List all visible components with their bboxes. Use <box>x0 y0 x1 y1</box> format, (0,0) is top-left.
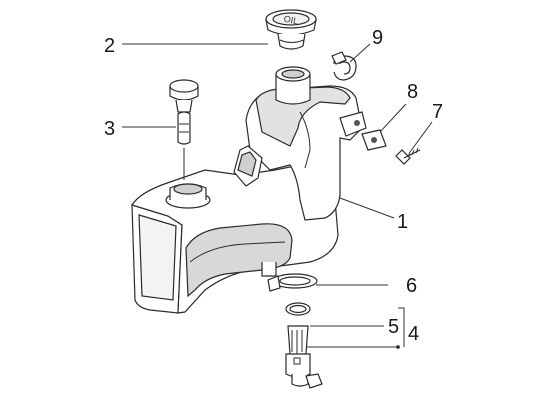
hose-clamp <box>267 273 318 292</box>
callout-8: 8 <box>407 81 418 103</box>
cap-marking: OIL <box>283 14 299 27</box>
callout-2: 2 <box>104 35 115 57</box>
callout-1: 1 <box>397 211 408 233</box>
callout-5: 5 <box>388 316 399 338</box>
screw <box>395 147 421 165</box>
callout-3: 3 <box>104 118 115 140</box>
strainer <box>169 79 199 180</box>
hose-clip <box>331 51 357 81</box>
tank-cap: OIL <box>265 9 317 50</box>
o-ring <box>285 302 311 316</box>
callout-6: 6 <box>406 275 417 297</box>
callout-7: 7 <box>432 101 443 123</box>
callout-4: 4 <box>408 323 419 345</box>
outlet-filter <box>285 325 323 389</box>
leader-lines <box>122 43 433 349</box>
oil-tank <box>131 66 367 314</box>
clip-nut <box>361 129 387 151</box>
callout-9: 9 <box>372 27 383 49</box>
